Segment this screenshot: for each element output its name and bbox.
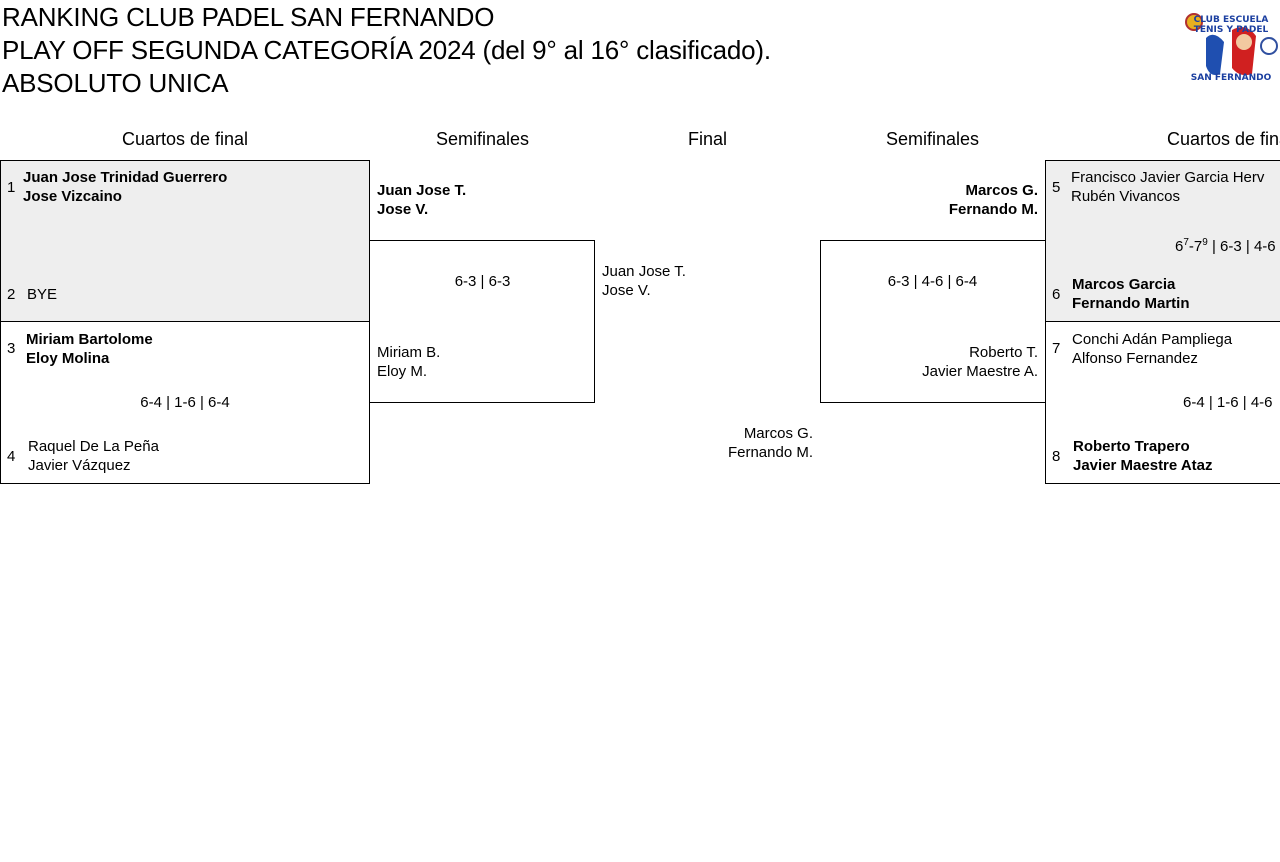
logo-text-3: SAN FERNANDO — [1191, 73, 1272, 83]
team-player: Eloy Molina — [26, 350, 110, 367]
finalist-player: Marcos G. — [743, 425, 813, 442]
team-player: Fernando M. — [948, 201, 1038, 218]
team-player: Marcos G. — [965, 182, 1038, 199]
team-player: Javier Vázquez — [28, 457, 131, 474]
team-player: Fernando Martin — [1072, 295, 1190, 312]
qf-left-match-1 — [0, 160, 370, 322]
logo-text-1: CLUB ESCUELA — [1194, 15, 1269, 25]
page-title-line2: PLAY OFF SEGUNDA CATEGORÍA 2024 (del 9° … — [2, 35, 771, 65]
match-score: 6-4 | 1-6 | 4-6 — [1183, 394, 1273, 411]
team-player: Conchi Adán Pampliega — [1072, 331, 1233, 348]
seed-number: 5 — [1052, 179, 1061, 196]
team-player: Javier Maestre Ataz — [1073, 457, 1213, 474]
seed-number: 6 — [1052, 286, 1061, 303]
round-header-qf-right: Cuartos de final — [1166, 129, 1280, 149]
seed-number: 8 — [1052, 448, 1061, 465]
team-player: Francisco Javier Garcia Herv — [1071, 169, 1265, 186]
qf-right-match-1 — [1045, 160, 1280, 322]
round-header-final: Final — [687, 129, 727, 149]
team-player: Javier Maestre A. — [922, 363, 1038, 380]
sf-left-connector — [369, 240, 595, 403]
team-player: Rubén Vivancos — [1071, 188, 1180, 205]
finalist-player: Jose V. — [602, 282, 651, 299]
round-header-sf-right: Semifinales — [885, 129, 980, 149]
club-logo: CLUB ESCUELA TENIS Y PADEL SAN FERNANDO — [1185, 13, 1278, 83]
page-title-line3: ABSOLUTO UNICA — [2, 68, 229, 98]
match-score: 6-4 | 1-6 | 6-4 — [140, 394, 230, 411]
team-player: Raquel De La Peña — [28, 438, 159, 455]
team-player: Roberto T. — [969, 344, 1038, 361]
team-player: Juan Jose Trinidad Guerrero — [23, 169, 228, 186]
qf-right-match-2 — [1045, 321, 1280, 484]
team-player: Jose V. — [377, 201, 429, 218]
seed-number: 2 — [7, 286, 16, 303]
round-header-sf-left: Semifinales — [435, 129, 530, 149]
seed-number: 7 — [1052, 340, 1061, 357]
seed-number: 1 — [7, 179, 16, 196]
team-player: Miriam Bartolome — [26, 331, 153, 348]
team-player: Roberto Trapero — [1073, 438, 1190, 455]
page-title-line1: RANKING CLUB PADEL SAN FERNANDO — [2, 2, 495, 32]
team-player: Miriam B. — [377, 344, 441, 361]
round-header-qf-left: Cuartos de final — [121, 129, 249, 149]
match-score: 6-3 | 4-6 | 6-4 — [887, 273, 978, 290]
team-player: Jose Vizcaino — [23, 188, 122, 205]
team-player: BYE — [27, 286, 58, 303]
finalist-player: Juan Jose T. — [602, 263, 686, 280]
seed-number: 4 — [7, 448, 16, 465]
team-player: Eloy M. — [377, 363, 428, 380]
team-player: Marcos Garcia — [1072, 276, 1176, 293]
match-score: 67-79 | 6-3 | 4-6 — [1175, 237, 1276, 255]
logo-text-2: TENIS Y PADEL — [1194, 25, 1269, 35]
match-score: 6-3 | 6-3 — [454, 273, 511, 290]
seed-number: 3 — [7, 340, 16, 357]
team-player: Juan Jose T. — [377, 182, 467, 199]
team-player: Alfonso Fernandez — [1072, 350, 1198, 367]
finalist-player: Fernando M. — [727, 444, 813, 461]
